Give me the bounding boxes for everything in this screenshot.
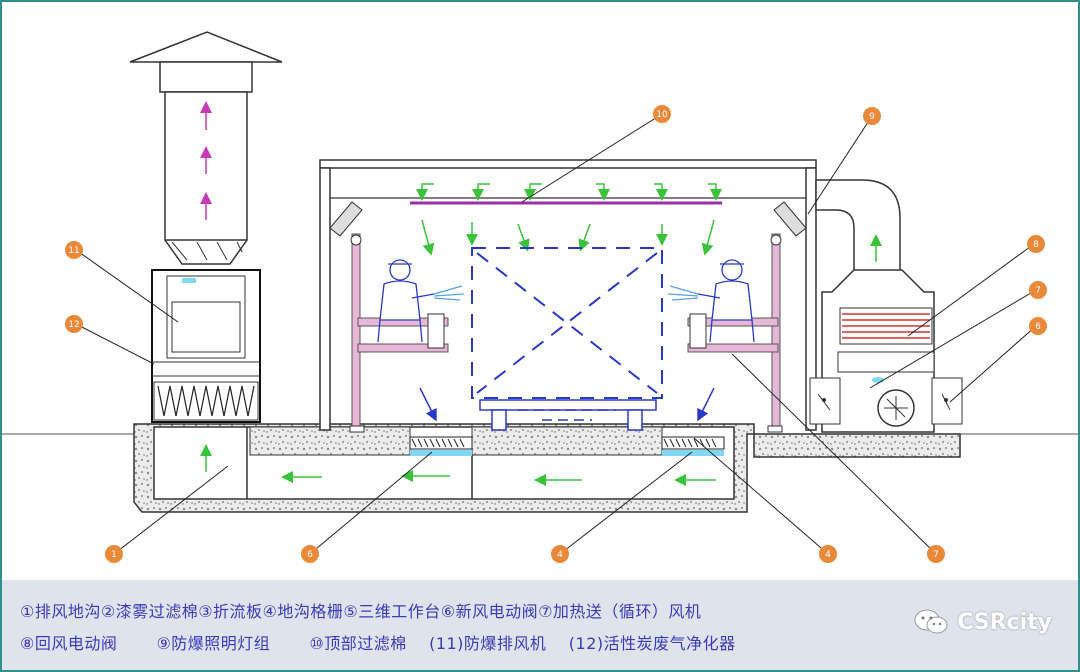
legend-line-1: ①排风地沟②漆雾过滤棉③折流板④地沟格栅⑤三维工作台⑥新风电动阀⑦加热送（循环）… [20,602,702,621]
callout-8: 8 [1027,235,1045,253]
svg-text:9: 9 [869,112,875,122]
blue-air-arrows [419,387,715,422]
callout-bottom-7: 7 [927,545,945,563]
svg-text:1: 1 [111,550,117,560]
svg-text:7: 7 [933,550,939,560]
callout-4: 4 [551,545,569,563]
down-air-arrows [421,219,715,256]
wechat-icon [914,609,948,634]
heater-coil [842,313,930,339]
callouts: 10 9 11 12 8 7 6 1 6 4 4 7 [65,105,1047,563]
svg-text:8: 8 [1033,240,1039,250]
legend-line-2: ⑧回风电动阀 ⑨防爆照明灯组 ⑩顶部过滤棉 (11)防爆排风机 (12)活性炭废… [20,634,736,653]
svg-text:7: 7 [1035,286,1041,296]
svg-text:11: 11 [68,246,79,256]
callout-bottom-6: 6 [301,545,319,563]
heating-supply-fan-unit [809,269,963,433]
callout-7: 7 [1029,281,1047,299]
svg-text:6: 6 [1035,322,1041,332]
work-table [479,399,657,431]
callout-9: 9 [863,107,881,125]
leader-lines [75,113,1037,555]
worker-left [377,259,465,343]
legend-panel: ①排风地沟②漆雾过滤棉③折流板④地沟格栅⑤三维工作台⑥新风电动阀⑦加热送（循环）… [2,580,1078,670]
callout-10: 10 [653,105,671,123]
floor-foundation [133,423,961,513]
watermark: CSRcity [913,608,1052,636]
svg-text:4: 4 [557,550,563,560]
trench-air-arrows [200,444,716,486]
floor-grating-left [409,436,473,456]
worker-right [667,259,755,343]
floor-grating-right [661,436,725,456]
callout-1: 1 [105,545,123,563]
exhaust-stack [129,31,283,265]
callout-bottom-4: 4 [819,545,837,563]
svg-text:4: 4 [825,550,831,560]
booth-body [319,159,817,431]
activated-carbon-purifier [153,381,259,421]
callout-6: 6 [1029,317,1047,335]
lift-column-left [349,233,449,433]
workpiece [471,247,663,399]
watermark-text: CSRcity [957,609,1052,635]
top-air-arrows [416,183,722,201]
callout-12: 12 [65,315,83,333]
svg-text:10: 10 [656,110,668,120]
lift-column-right [687,233,783,433]
spray-booth-diagram: 10 9 11 12 8 7 6 1 6 4 4 7 [2,31,1078,563]
callout-11: 11 [65,241,83,259]
svg-text:12: 12 [68,320,79,330]
svg-text:6: 6 [307,550,313,560]
